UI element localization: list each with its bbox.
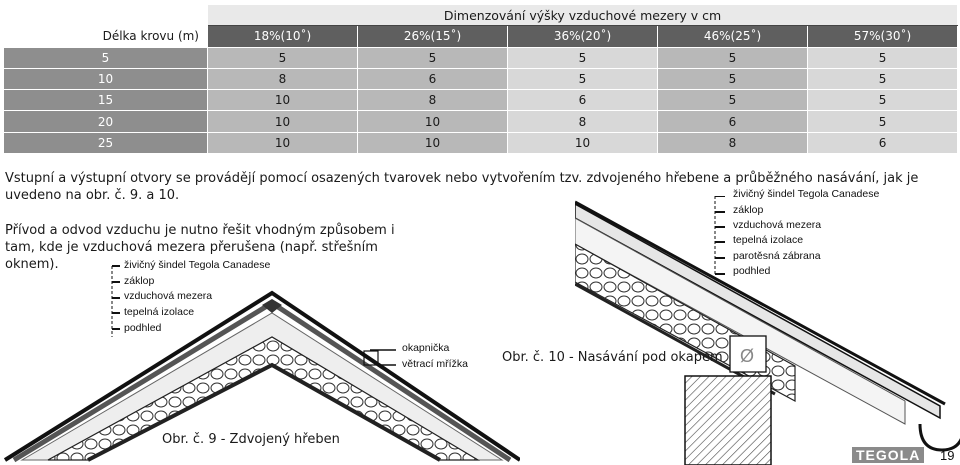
paragraph-air-supply: Přívod a odvod vzduchu je nutno řešit vh…: [5, 223, 395, 272]
table-row: 5 5 5 5 5 5: [3, 46, 959, 69]
fig10-label-decking: záklop: [733, 204, 764, 216]
fig9-label-insulation: tepelná izolace: [124, 306, 195, 318]
eave-diagram: Ø: [575, 196, 960, 465]
table-cell: 5: [657, 89, 808, 112]
table-row: 25 10 10 10 8 6: [3, 131, 959, 155]
fig10-label-shingle: živičný šindel Tegola Canadese: [733, 188, 880, 200]
header-cell: 46%(25˚): [657, 25, 808, 48]
table-cell: 6: [357, 67, 508, 91]
table-cell: 5: [657, 67, 808, 91]
table-cell: 6: [507, 89, 658, 112]
table-cell: 5: [357, 46, 508, 69]
table-cell: 10: [207, 89, 358, 112]
header-cell: 36%(20˚): [507, 25, 658, 48]
svg-text:Ø: Ø: [740, 346, 754, 366]
table-cell: 5: [657, 46, 808, 69]
table-row: 10 8 6 5 5 5: [3, 67, 959, 91]
table-cell: 8: [207, 67, 358, 91]
table-cell: 25: [3, 131, 208, 155]
ridge-diagram: [3, 265, 520, 463]
table-cell: 10: [3, 67, 208, 91]
fig10-label-ceiling: podhled: [733, 265, 771, 277]
table-cell: 6: [657, 110, 808, 133]
page-number: 19: [940, 448, 955, 463]
table-cell: 8: [507, 110, 658, 133]
table-cell: 10: [207, 110, 358, 133]
fig9-label-shingle: živičný šindel Tegola Canadese: [124, 259, 271, 271]
header-cell: 57%(30˚): [806, 25, 959, 48]
table-cell: 8: [657, 131, 808, 155]
table-row: 20 10 10 8 6 5: [3, 110, 959, 133]
air-gap-table: Dimenzování výšky vzduchové mezery v cm …: [3, 3, 959, 155]
table-cell: 10: [357, 110, 508, 133]
fig9-label-drip-edge: okapnička: [402, 342, 450, 354]
table-cell: 10: [357, 131, 508, 155]
fig10-label-air-gap: vzduchová mezera: [733, 219, 822, 231]
table-cell: 8: [357, 89, 508, 112]
table-cell: 15: [3, 89, 208, 112]
table-cell: 6: [806, 131, 959, 155]
table-cell: 20: [3, 110, 208, 133]
fig9-label-air-gap: vzduchová mezera: [124, 290, 213, 302]
table-cell: 5: [207, 46, 358, 69]
header-cell: 18%(10˚): [207, 25, 358, 48]
tegola-logo: TEGOLA: [852, 447, 925, 463]
table-cell: 5: [507, 46, 658, 69]
table-cell: 5: [806, 46, 959, 69]
table-cell: 5: [507, 67, 658, 91]
table-cell: 5: [3, 46, 208, 69]
fig10-label-insulation: tepelná izolace: [733, 234, 804, 246]
fig9-label-vent-grille: větrací mřížka: [402, 358, 468, 370]
table-title: Dimenzování výšky vzduchové mezery v cm: [206, 3, 959, 27]
table-cell: 10: [507, 131, 658, 155]
fig10-caption: Obr. č. 10 - Nasávání pod okapem: [502, 350, 723, 365]
table-cell: 5: [806, 89, 959, 112]
table-cell: 5: [806, 67, 959, 91]
fig9-caption: Obr. č. 9 - Zdvojený hřeben: [162, 432, 340, 447]
table-header-row: Délka krovu (m) 18%(10˚) 26%(15˚) 36%(20…: [3, 25, 959, 48]
paragraph-vents: Vstupní a výstupní otvory se provádějí p…: [5, 171, 919, 203]
table-row: 15 10 8 6 5 5: [3, 89, 959, 112]
fig9-label-ceiling: podhled: [124, 322, 162, 334]
header-cell: 26%(15˚): [357, 25, 508, 48]
fig10-label-vapor-barrier: parotěsná zábrana: [733, 250, 821, 262]
table-cell: 5: [806, 110, 959, 133]
fig9-label-decking: záklop: [124, 275, 155, 287]
table-cell: 10: [207, 131, 358, 155]
header-cell: Délka krovu (m): [3, 25, 208, 48]
